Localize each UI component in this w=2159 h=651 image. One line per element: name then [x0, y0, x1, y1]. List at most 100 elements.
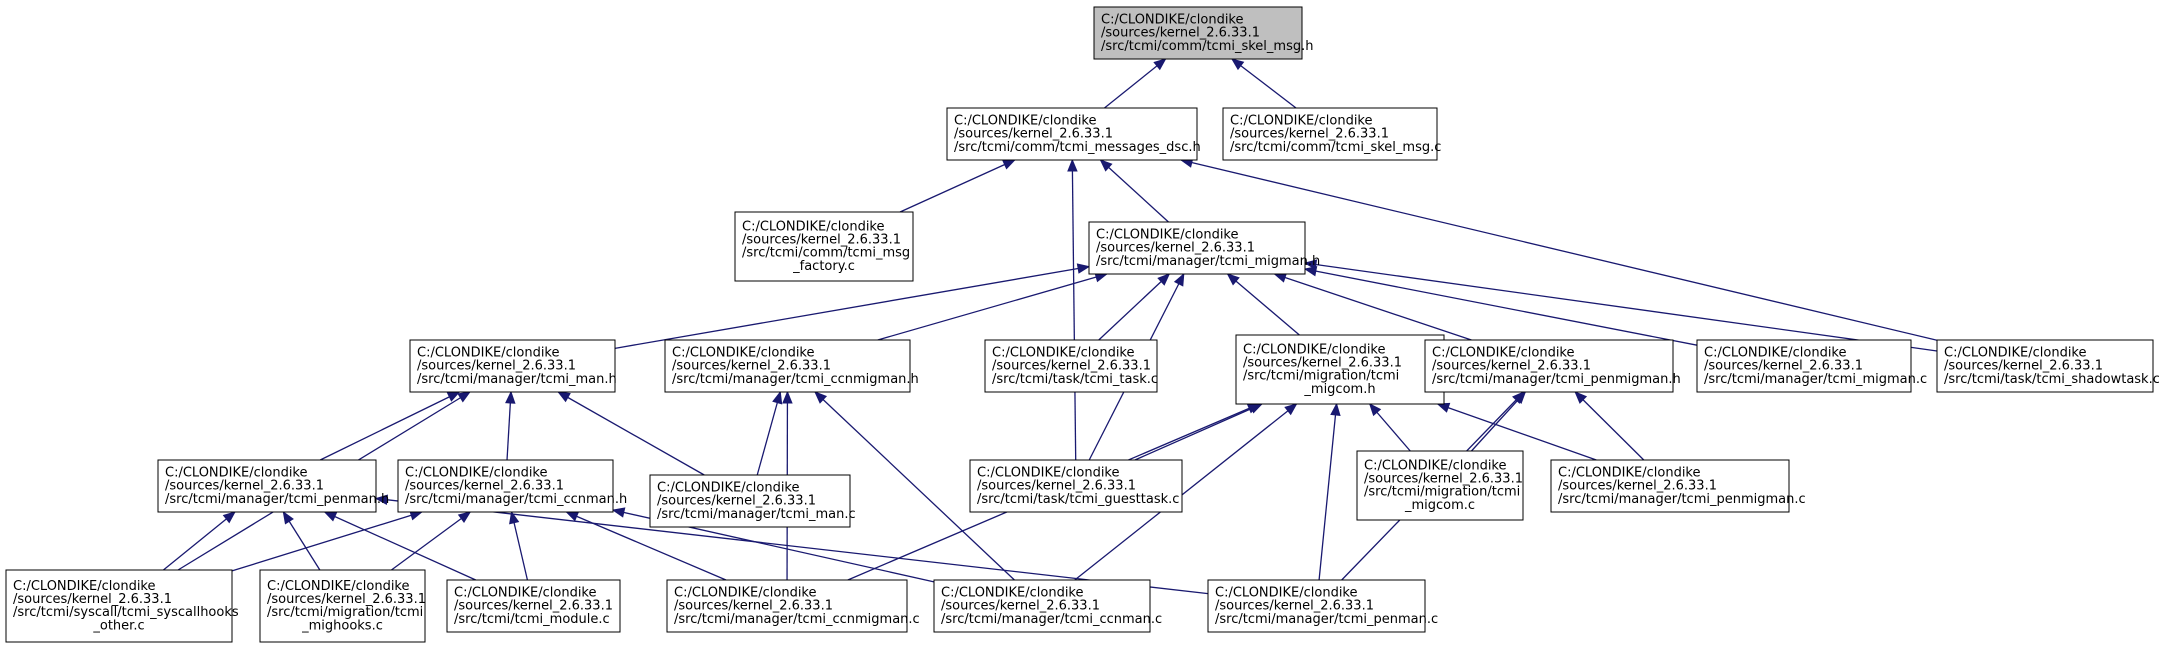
node-penmigman_c[interactable]: C:/CLONDIKE/clondike/sources/kernel_2.6.…	[1550, 459, 1806, 513]
edge-penman_c-to-penman_h	[374, 494, 1209, 595]
node-label-line: /sources/kernel_2.6.33.1	[1944, 359, 2103, 374]
node-label-line: /sources/kernel_2.6.33.1	[1558, 479, 1717, 494]
arrowhead-icon	[1002, 159, 1016, 170]
arrowhead-icon	[505, 390, 516, 404]
node-migcom_c[interactable]: C:/CLONDIKE/clondike/sources/kernel_2.6.…	[1356, 450, 1524, 521]
edge-guesttask_c-to-messages_dsc_h	[1067, 158, 1078, 461]
edge-task_c-to-migman_h	[1098, 273, 1171, 341]
node-migman_h[interactable]: C:/CLONDIKE/clondike/sources/kernel_2.6.…	[1088, 221, 1320, 275]
arrowhead-icon	[282, 510, 294, 525]
node-box	[259, 569, 426, 643]
node-box	[1696, 339, 1912, 393]
node-man_c[interactable]: C:/CLONDIKE/clondike/sources/kernel_2.6.…	[649, 474, 856, 528]
node-label-line: /src/tcmi/tcmi_module.c	[454, 612, 610, 627]
node-penman_c[interactable]: C:/CLONDIKE/clondike/sources/kernel_2.6.…	[1207, 579, 1438, 633]
node-label-line: C:/CLONDIKE/clondike	[1944, 345, 2087, 360]
node-label-line: C:/CLONDIKE/clondike	[1230, 113, 1373, 128]
arrowhead-icon	[457, 511, 472, 524]
node-man_h[interactable]: C:/CLONDIKE/clondike/sources/kernel_2.6.…	[409, 339, 617, 393]
edge-mighooks_c-to-ccnman_h	[391, 511, 472, 571]
node-messages_dsc_h[interactable]: C:/CLONDIKE/clondike/sources/kernel_2.6.…	[946, 107, 1201, 161]
edge-line	[1098, 273, 1170, 341]
edge-mighooks_c-to-penman_h	[282, 510, 321, 571]
node-box	[1207, 579, 1426, 633]
node-label-line: /sources/kernel_2.6.33.1	[674, 599, 833, 614]
arrowhead-icon	[611, 507, 626, 518]
node-migcom_h[interactable]: C:/CLONDIKE/clondike/sources/kernel_2.6.…	[1235, 334, 1445, 405]
arrowhead-icon	[1284, 403, 1298, 416]
node-shadowtask_c[interactable]: C:/CLONDIKE/clondike/sources/kernel_2.6.…	[1936, 339, 2159, 393]
arrowhead-icon	[323, 511, 338, 522]
node-label-line: _migcom.c	[1404, 498, 1475, 513]
node-skel_msg_c[interactable]: C:/CLONDIKE/clondike/sources/kernel_2.6.…	[1222, 107, 1441, 161]
edge-line	[814, 391, 1015, 581]
node-box	[734, 211, 914, 282]
node-label-line: /src/tcmi/migration/tcmi	[1364, 485, 1520, 500]
node-label-line: C:/CLONDIKE/clondike	[1364, 458, 1507, 473]
node-ccnmigman_c[interactable]: C:/CLONDIKE/clondike/sources/kernel_2.6.…	[666, 579, 920, 633]
arrowhead-icon	[1436, 402, 1451, 413]
node-box	[1424, 339, 1674, 393]
node-label-line: C:/CLONDIKE/clondike	[454, 585, 597, 600]
edge-line	[877, 273, 1107, 341]
node-penman_h[interactable]: C:/CLONDIKE/clondike/sources/kernel_2.6.…	[157, 459, 389, 513]
node-guesttask_c[interactable]: C:/CLONDIKE/clondike/sources/kernel_2.6.…	[969, 459, 1183, 513]
edge-line	[375, 497, 1209, 595]
node-label-line: /src/tcmi/task/tcmi_guesttask.c	[977, 492, 1179, 507]
node-syscallhooks_other_c[interactable]: C:/CLONDIKE/clondike/sources/kernel_2.6.…	[5, 569, 239, 643]
node-label-line: C:/CLONDIKE/clondike	[13, 579, 156, 594]
arrowhead-icon	[1512, 391, 1525, 404]
node-label-line: /sources/kernel_2.6.33.1	[742, 233, 901, 248]
node-ccnman_c[interactable]: C:/CLONDIKE/clondike/sources/kernel_2.6.…	[933, 579, 1162, 633]
node-label-line: C:/CLONDIKE/clondike	[977, 465, 1120, 480]
edge-module_c-to-ccnman_h	[509, 510, 529, 581]
node-box	[1088, 221, 1306, 275]
node-skel_msg_h[interactable]: C:/CLONDIKE/clondike/sources/kernel_2.6.…	[1093, 6, 1313, 60]
edge-line	[231, 511, 422, 572]
node-task_c[interactable]: C:/CLONDIKE/clondike/sources/kernel_2.6.…	[984, 339, 1158, 393]
node-label-line: /sources/kernel_2.6.33.1	[941, 599, 1100, 614]
node-label-line: /sources/kernel_2.6.33.1	[1364, 472, 1523, 487]
node-msg_factory_c[interactable]: C:/CLONDIKE/clondike/sources/kernel_2.6.…	[734, 211, 914, 282]
nodes-layer: C:/CLONDIKE/clondike/sources/kernel_2.6.…	[5, 6, 2159, 643]
arrowhead-icon	[557, 391, 571, 403]
node-label-line: /sources/kernel_2.6.33.1	[165, 479, 324, 494]
node-ccnman_h[interactable]: C:/CLONDIKE/clondike/sources/kernel_2.6.…	[397, 459, 627, 513]
edge-penman_h-to-man_h	[319, 391, 461, 461]
node-box	[649, 474, 851, 528]
node-ccnmigman_h[interactable]: C:/CLONDIKE/clondike/sources/kernel_2.6.…	[664, 339, 919, 393]
node-module_c[interactable]: C:/CLONDIKE/clondike/sources/kernel_2.6.…	[446, 579, 621, 633]
edge-ccnman_c-to-ccnmigman_h	[814, 391, 1015, 581]
node-label-line: /src/tcmi/comm/tcmi_msg	[742, 246, 910, 261]
node-box	[946, 107, 1198, 161]
edge-line	[1304, 268, 1698, 346]
node-label-line: C:/CLONDIKE/clondike	[1096, 227, 1239, 242]
node-label-line: /src/tcmi/manager/tcmi_man.c	[657, 507, 856, 522]
arrowhead-icon	[1153, 58, 1167, 71]
node-migman_c[interactable]: C:/CLONDIKE/clondike/sources/kernel_2.6.…	[1696, 339, 1927, 393]
node-box	[1936, 339, 2154, 393]
arrowhead-icon	[1574, 391, 1588, 404]
node-box	[969, 459, 1183, 513]
node-label-line: /sources/kernel_2.6.33.1	[672, 359, 831, 374]
arrowhead-icon	[1099, 159, 1113, 172]
node-mighooks_c[interactable]: C:/CLONDIKE/clondike/sources/kernel_2.6.…	[259, 569, 426, 643]
arrowhead-icon	[1076, 263, 1091, 274]
arrowhead-icon	[222, 511, 236, 524]
edge-man_c-to-ccnmigman_h	[756, 390, 783, 476]
node-box	[664, 339, 911, 393]
edge-migcom_h-to-migman_h	[1226, 273, 1300, 336]
node-label-line: /src/tcmi/manager/tcmi_ccnman.c	[941, 612, 1162, 627]
node-box	[5, 569, 233, 643]
node-label-line: /src/tcmi/manager/tcmi_ccnmigman.c	[674, 612, 920, 627]
arrowhead-icon	[1330, 402, 1341, 416]
node-label-line: /sources/kernel_2.6.33.1	[1432, 359, 1591, 374]
node-penmigman_h[interactable]: C:/CLONDIKE/clondike/sources/kernel_2.6.…	[1424, 339, 1681, 393]
node-label-line: C:/CLONDIKE/clondike	[165, 465, 308, 480]
node-box	[397, 459, 614, 513]
edge-line	[1304, 262, 1938, 352]
node-label-line: _migcom.h	[1303, 382, 1375, 397]
arrowhead-icon	[782, 390, 793, 404]
edge-ccnmigman_h-to-migman_h	[877, 272, 1109, 341]
